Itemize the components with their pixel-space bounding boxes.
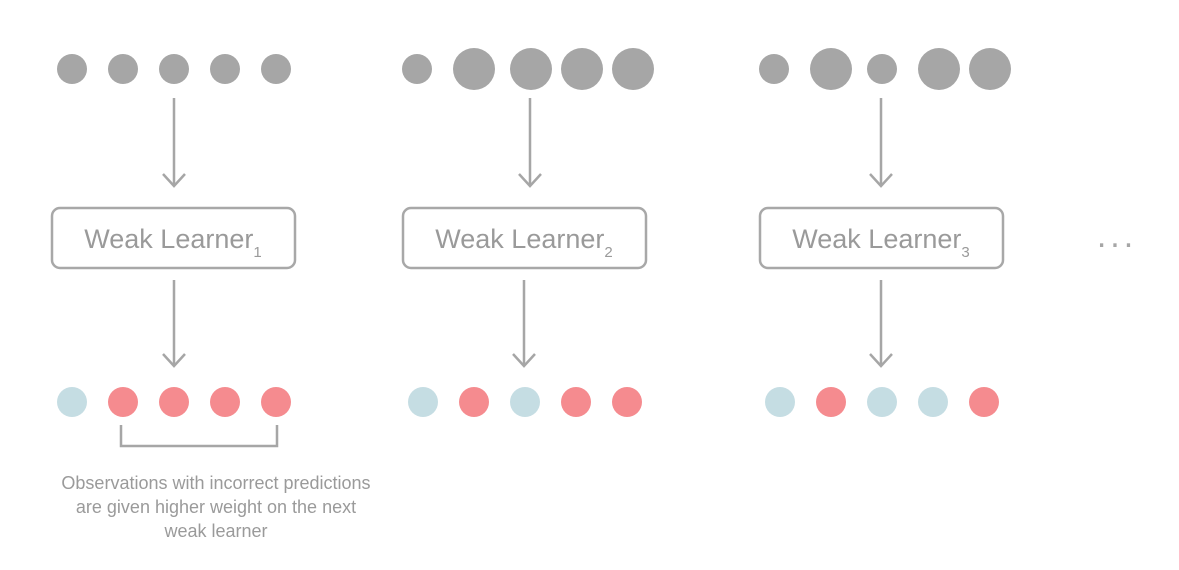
weak-learner-box-2: Weak Learner2: [401, 206, 648, 270]
prediction-dot-incorrect: [816, 387, 846, 417]
weak-learner-box-1: Weak Learner1: [50, 206, 297, 270]
input-dots-2: [402, 48, 654, 90]
observation-dot-normal-weight: [57, 54, 87, 84]
observation-dot-normal-weight: [210, 54, 240, 84]
prediction-dot-incorrect: [561, 387, 591, 417]
arrow-to-predictions-1: [162, 280, 186, 368]
caption-line-3: weak learner: [163, 521, 267, 541]
prediction-dot-incorrect: [459, 387, 489, 417]
observation-dot-normal-weight: [108, 54, 138, 84]
observation-dot-normal-weight: [759, 54, 789, 84]
observation-dot-high-weight: [510, 48, 552, 90]
prediction-dot-incorrect: [612, 387, 642, 417]
caption-line-2: are given higher weight on the next: [76, 497, 356, 517]
weak-learner-label-3: Weak Learner3: [792, 224, 969, 261]
prediction-dot-correct: [408, 387, 438, 417]
input-dots-1: [57, 54, 291, 84]
observation-dot-high-weight: [918, 48, 960, 90]
stage-2: Weak Learner2: [401, 48, 654, 417]
arrow-to-predictions-3: [869, 280, 893, 368]
stage-1: Weak Learner1: [50, 54, 297, 448]
arrow-to-learner-2: [518, 98, 542, 188]
observation-dot-normal-weight: [261, 54, 291, 84]
prediction-dot-incorrect: [159, 387, 189, 417]
observation-dot-high-weight: [561, 48, 603, 90]
prediction-dots-2: [408, 387, 642, 417]
prediction-dot-correct: [765, 387, 795, 417]
prediction-dot-correct: [510, 387, 540, 417]
observation-dot-normal-weight: [867, 54, 897, 84]
prediction-dot-incorrect: [261, 387, 291, 417]
caption-line-1: Observations with incorrect predictions: [61, 473, 370, 493]
caption: Observations with incorrect predictions …: [61, 473, 370, 541]
weak-learner-box-3: Weak Learner3: [758, 206, 1005, 270]
prediction-dots-3: [765, 387, 999, 417]
observation-dot-high-weight: [612, 48, 654, 90]
prediction-dot-incorrect: [108, 387, 138, 417]
prediction-dot-incorrect: [969, 387, 999, 417]
prediction-dot-correct: [867, 387, 897, 417]
observation-dot-normal-weight: [159, 54, 189, 84]
arrow-to-learner-3: [869, 98, 893, 188]
observation-dot-high-weight: [453, 48, 495, 90]
continuation-ellipsis: ...: [1097, 217, 1137, 255]
arrow-to-predictions-2: [512, 280, 536, 368]
weak-learner-label-1: Weak Learner1: [84, 224, 261, 261]
input-dots-3: [759, 48, 1011, 90]
observation-dot-normal-weight: [402, 54, 432, 84]
weak-learner-label-2: Weak Learner2: [435, 224, 612, 261]
observation-dot-high-weight: [969, 48, 1011, 90]
prediction-dots-1: [57, 387, 291, 417]
incorrect-bracket: [119, 425, 279, 448]
prediction-dot-correct: [918, 387, 948, 417]
prediction-dot-incorrect: [210, 387, 240, 417]
arrow-to-learner-1: [162, 98, 186, 188]
observation-dot-high-weight: [810, 48, 852, 90]
stage-3: Weak Learner3: [758, 48, 1011, 417]
prediction-dot-correct: [57, 387, 87, 417]
